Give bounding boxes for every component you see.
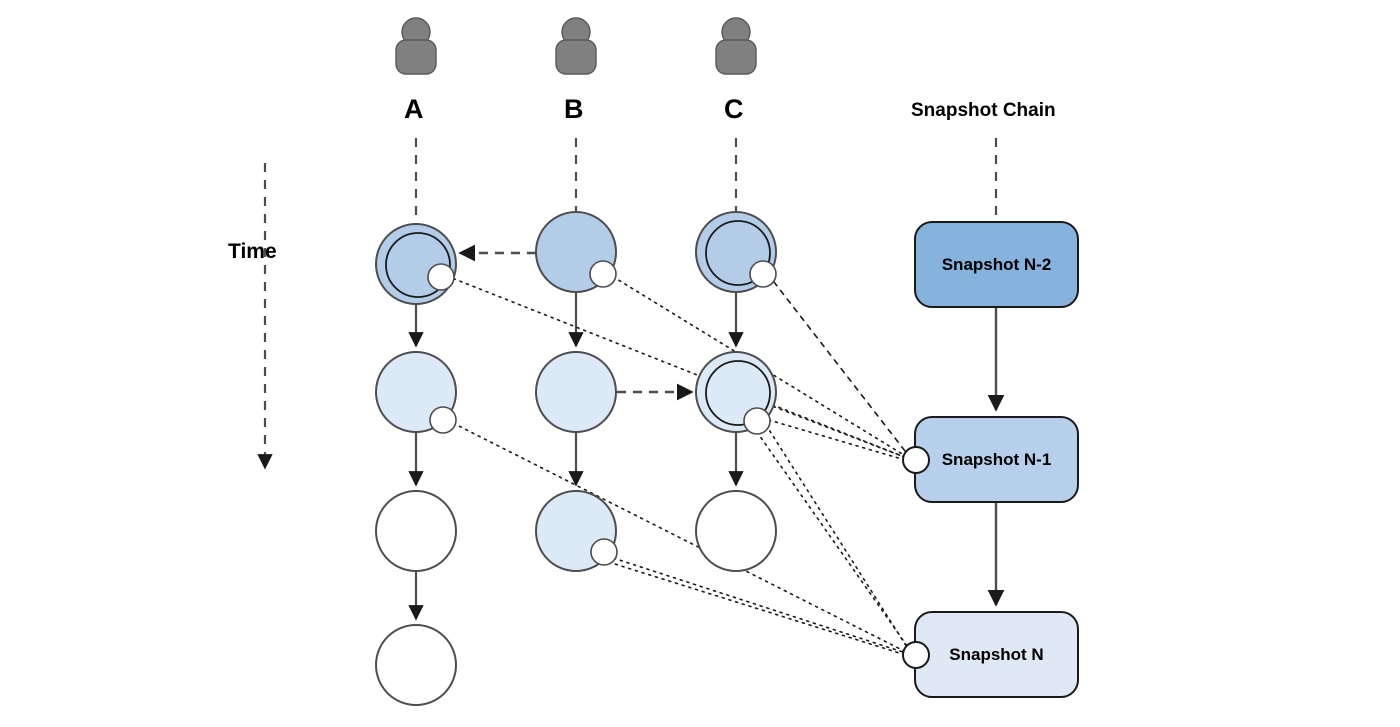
snapshot-box-n-1[interactable] [902,416,1079,503]
snapshot-links [446,272,913,658]
node-c2[interactable] [695,351,777,435]
node-b3[interactable] [535,490,618,572]
actor-label-a: A [404,94,424,124]
snapshot-n-label: Snapshot N [949,645,1044,664]
node-a3-outer [375,490,457,572]
actor-label-b: B [564,94,584,124]
lane-timeline-arrows [408,292,744,621]
node-b2[interactable] [535,351,617,433]
link-c2b-n1 [761,417,913,463]
link-c2-n1 [766,403,913,461]
node-a2-handle-icon[interactable] [429,406,457,434]
node-a2[interactable] [375,351,457,434]
snapshot-box-n-2[interactable] [914,221,1079,308]
person-icon-a [395,17,437,75]
lane-stems [414,138,998,226]
node-c1-handle-icon[interactable] [749,260,777,288]
snapshot-chain-title: Snapshot Chain [911,100,1056,121]
node-b1[interactable] [535,211,617,293]
link-a1-n1 [446,275,913,461]
snapshot-n-1-port-icon[interactable] [902,446,930,474]
node-b3-handle-icon[interactable] [590,538,618,566]
node-a4[interactable] [375,624,457,706]
link-b3-n [606,555,913,656]
snapshot-n-port-icon[interactable] [902,641,930,669]
node-c3-outer [695,490,777,572]
link-a2-n [446,419,913,656]
node-c3[interactable] [695,490,777,572]
actor-label-c: C [724,94,744,124]
link-b3b-n [601,559,913,658]
node-b1-handle-icon[interactable] [589,260,617,288]
link-c2b-n [756,431,913,654]
snapshot-box-n[interactable] [902,611,1079,698]
node-a4-outer [375,624,457,706]
node-a3[interactable] [375,490,457,572]
node-c2-handle-icon[interactable] [743,407,771,435]
node-a1[interactable] [375,223,457,305]
time-axis-label: Time [228,240,277,263]
snapshot-n-2-label: Snapshot N-2 [941,255,1052,274]
snapshot-n-1-label: Snapshot N-1 [941,450,1052,469]
node-a1-handle-icon[interactable] [427,263,455,291]
sync-arrows [458,244,694,401]
person-icon-c [715,17,757,75]
node-b2-outer [535,351,617,433]
person-icon-b [555,17,597,75]
node-c1[interactable] [695,211,777,293]
snapshot-n-2-shape [914,221,1079,308]
